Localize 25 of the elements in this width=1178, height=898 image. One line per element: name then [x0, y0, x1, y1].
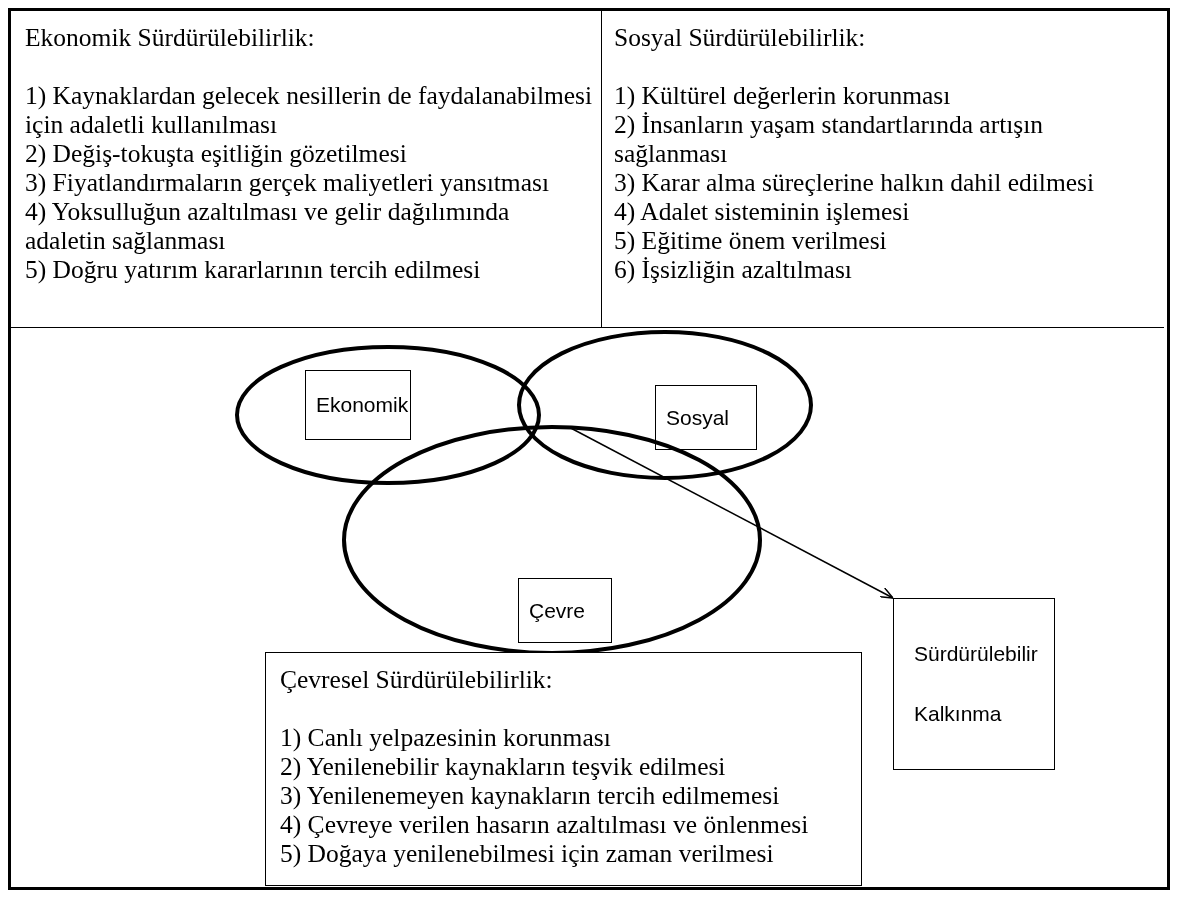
list-item: 4) Yoksulluğun azaltılması ve gelir dağılımında adaletin sağlanması — [25, 197, 511, 255]
label-box: Çevre — [518, 578, 612, 643]
list-item: 5) Doğaya yenilenebilmesi için zaman verilmesi — [280, 839, 775, 868]
list-item: 1) Canlı yelpazesinin korunması — [280, 723, 612, 752]
panel-heading: Sosyal Sürdürülebilirlik: — [614, 23, 867, 52]
panel-heading: Ekonomik Sürdürülebilirlik: — [25, 23, 316, 52]
result-box: Sürdürülebilir Kalkınma — [893, 598, 1055, 770]
list-item: 5) Doğru yatırım kararlarının tercih edilmesi — [25, 255, 482, 284]
list-item: 6) İşsizliğin azaltılması — [614, 255, 853, 284]
list-item: 3) Fiyatlandırmaların gerçek maliyetleri yansıtması — [25, 168, 550, 197]
panel-heading: Çevresel Sürdürülebilirlik: — [280, 665, 554, 694]
list-item: 4) Çevreye verilen hasarın azaltılması ve önlenmesi — [280, 810, 810, 839]
text-panel — [265, 652, 862, 886]
label-box: Sosyal — [655, 385, 757, 450]
list-item: 2) İnsanların yaşam standartlarında artışın sağlanması — [614, 110, 1045, 168]
list-item: 1) Kaynaklardan gelecek nesillerin de faydalanabilmesi için adaletli kullanılması — [25, 81, 593, 139]
list-item: 3) Yenilenemeyen kaynakların tercih edilmemesi — [280, 781, 781, 810]
list-item: 4) Adalet sisteminin işlemesi — [614, 197, 911, 226]
list-item: 2) Yenilenebilir kaynakların teşvik edilmesi — [280, 752, 727, 781]
list-item: 2) Değiş-tokuşta eşitliğin gözetilmesi — [25, 139, 408, 168]
list-item: 3) Karar alma süreçlerine halkın dahil edilmesi — [614, 168, 1096, 197]
text-panel — [11, 11, 602, 328]
label-box: Ekonomik — [305, 370, 411, 440]
list-item: 1) Kültürel değerlerin korunması — [614, 81, 952, 110]
list-item: 5) Eğitime önem verilmesi — [614, 226, 888, 255]
